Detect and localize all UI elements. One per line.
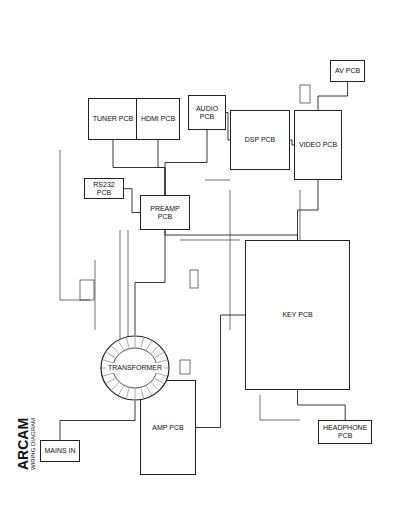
pcb-box: HEADPHONE PCB <box>318 420 372 444</box>
pcb-label: HDMI PCB <box>139 114 177 124</box>
pcb-box: MAINS IN <box>40 440 80 462</box>
connector-block <box>190 270 198 288</box>
pcb-label: PREAMP PCB <box>141 204 189 221</box>
pcb-label: AV PCB <box>333 66 362 76</box>
pcb-label: TRANSFORMER <box>106 363 164 373</box>
connector-block <box>80 280 94 300</box>
wire-harness <box>298 180 319 240</box>
pcb-box: RS232 PCB <box>84 178 124 199</box>
pcb-label: DSP PCB <box>243 135 278 145</box>
pcb-box: HDMI PCB <box>136 98 180 140</box>
wire-harness <box>318 82 348 110</box>
pcb-label: KEY PCB <box>280 310 314 320</box>
pcb-box: AUDIO PCB <box>188 95 226 130</box>
pcb-box: VIDEO PCB <box>294 110 342 180</box>
pcb-label: MAINS IN <box>42 446 77 456</box>
pcb-label: AMP PCB <box>150 423 185 433</box>
pcb-box: KEY PCB <box>245 240 350 390</box>
pcb-box: PREAMP PCB <box>140 195 190 230</box>
wire-harness <box>158 140 165 195</box>
pcb-box: TUNER PCB <box>88 98 138 140</box>
wire-harness <box>124 189 140 213</box>
pcb-box: DSP PCB <box>230 110 290 170</box>
pcb-label: TUNER PCB <box>91 114 135 124</box>
transformer-toroid: TRANSFORMER <box>100 335 170 401</box>
pcb-label: AUDIO PCB <box>189 104 225 121</box>
connector-block <box>300 85 310 103</box>
brand-title: ARCAM <box>15 418 31 470</box>
wire-harness <box>196 315 245 428</box>
diagram-caption: WIRING DIAGRAM <box>30 418 36 470</box>
pcb-label: VIDEO PCB <box>297 140 339 150</box>
pcb-label: HEADPHONE PCB <box>319 423 371 440</box>
wire-harness <box>60 401 135 440</box>
wire-harness <box>298 390 346 420</box>
connector-block <box>180 360 190 374</box>
pcb-box: AV PCB <box>330 60 365 82</box>
wire-harness <box>165 230 298 240</box>
wire-harness <box>135 230 165 335</box>
pcb-label: RS232 PCB <box>85 180 123 197</box>
